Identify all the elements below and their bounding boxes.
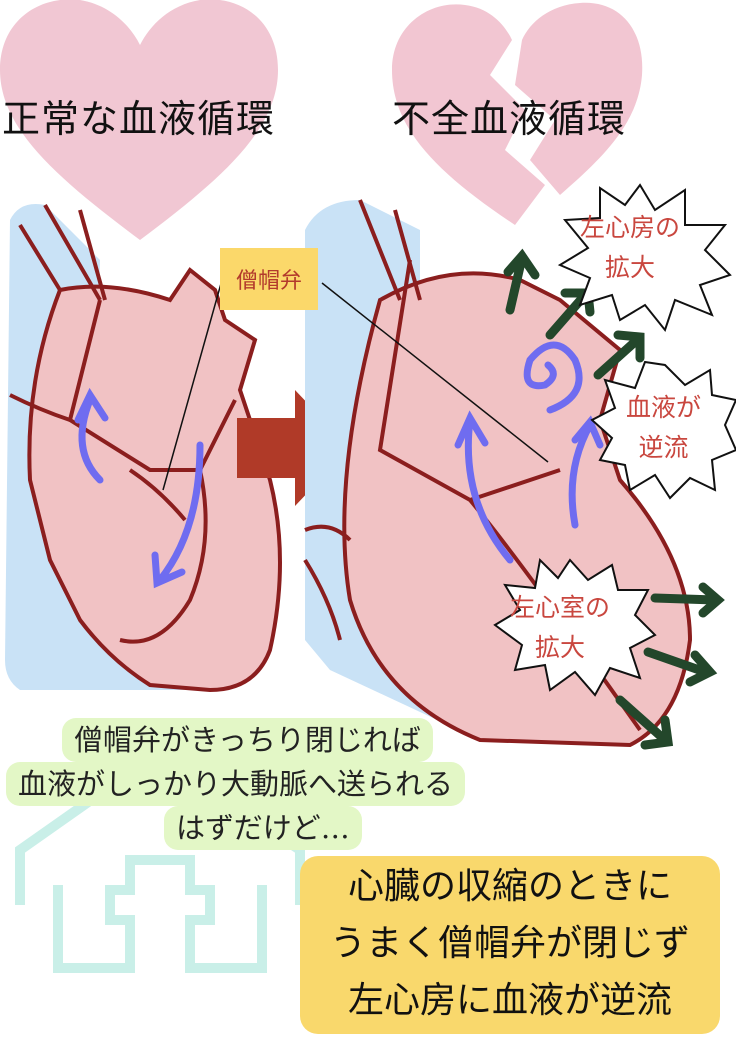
green-caption-line-3: はずだけど… <box>164 806 362 850</box>
burst-backflow: 血液が 逆流 <box>626 388 701 468</box>
expansion-arrows <box>503 248 725 750</box>
broken-heart-icon <box>392 4 545 226</box>
green-caption-line-2: 血液がしっかり大動脈へ送られる <box>6 762 466 806</box>
mitral-valve-label: 僧帽弁 <box>220 248 318 310</box>
burst-left-atrium: 左心房の 拡大 <box>580 208 680 288</box>
burst-line: 拡大 <box>535 633 586 662</box>
title-normal-circulation: 正常な血液循環 <box>2 97 276 141</box>
yellow-caption-line: うまく僧帽弁が閉じず <box>329 923 690 964</box>
heart-icon <box>0 0 278 240</box>
burst-line: 逆流 <box>638 433 689 462</box>
title-heart-failure-circulation: 不全血液循環 <box>392 97 627 141</box>
burst-shapes <box>493 183 736 697</box>
burst-line: 血液が <box>626 393 702 422</box>
burst-line: 拡大 <box>605 253 656 282</box>
burst-line: 左心房の <box>580 213 681 242</box>
yellow-caption-line: 左心房に血液が逆流 <box>347 980 672 1021</box>
normal-heart-diagram <box>5 203 282 693</box>
swirl-icon <box>523 341 583 414</box>
burst-left-ventricle: 左心室の 拡大 <box>510 588 610 668</box>
green-caption-line-1: 僧帽弁がきっちり閉じれば <box>62 718 433 762</box>
yellow-caption-box: 心臓の収縮のときに うまく僧帽弁が閉じず 左心房に血液が逆流 <box>300 856 720 1034</box>
burst-line: 左心室の <box>510 593 611 622</box>
broken-heart-right-half <box>515 2 643 196</box>
yellow-caption-line: 心臓の収縮のときに <box>347 866 672 907</box>
